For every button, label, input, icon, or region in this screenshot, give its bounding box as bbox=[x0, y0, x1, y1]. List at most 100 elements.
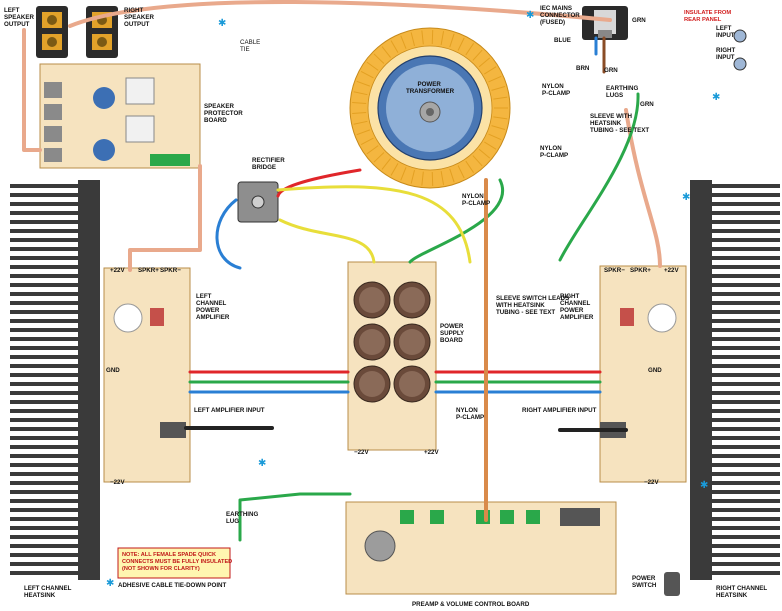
heatsink-fin bbox=[712, 562, 780, 566]
label-power-switch: POWER SWITCH bbox=[632, 575, 657, 589]
label-right-amp: RIGHT CHANNEL POWER AMPLIFIER bbox=[560, 293, 594, 321]
label-earthing-lug: EARTHING LUG bbox=[226, 511, 260, 525]
winding-mark bbox=[360, 137, 374, 146]
label-sleeve: SLEEVE WITH HEATSINK TUBING - SEE TEXT bbox=[590, 113, 649, 134]
heatsink-fin bbox=[10, 310, 78, 314]
heatsink-fin bbox=[10, 337, 78, 341]
winding-mark bbox=[390, 40, 399, 53]
preamp-board bbox=[345, 501, 617, 595]
heatsink-fin bbox=[712, 292, 780, 296]
label-insulate: INSULATE FROM REAR PANEL bbox=[684, 10, 733, 23]
winding-mark bbox=[457, 37, 465, 51]
label-grn-2: GRN bbox=[604, 67, 618, 74]
label-right-input: RIGHT INPUT bbox=[716, 47, 737, 61]
heatsink-fin bbox=[712, 256, 780, 260]
heatsink-fin bbox=[10, 427, 78, 431]
capacitor-top bbox=[359, 287, 385, 313]
winding-mark bbox=[373, 53, 385, 64]
heatsink-fin bbox=[10, 400, 78, 404]
right-amplifier-board bbox=[599, 265, 687, 483]
label-spkr-minus-right: SPKR− bbox=[604, 267, 625, 274]
label-earthing-lugs: EARTHING LUGS bbox=[606, 85, 640, 99]
heatsink-fin bbox=[712, 490, 780, 494]
winding-mark bbox=[491, 125, 506, 130]
label-p22v-right: +22V bbox=[664, 267, 679, 274]
power-supply-board bbox=[347, 261, 437, 451]
winding-mark bbox=[478, 148, 491, 159]
heatsink-fin bbox=[712, 454, 780, 458]
winding-mark bbox=[440, 170, 445, 185]
capacitor-top bbox=[399, 371, 425, 397]
winding-mark bbox=[373, 152, 385, 163]
label-m22v-psu: −22V bbox=[354, 449, 369, 456]
tie-down-marker: ✱ bbox=[526, 10, 534, 21]
heatsink-fin bbox=[10, 193, 78, 197]
heatsink-fin bbox=[10, 544, 78, 548]
heatsink-fin bbox=[10, 283, 78, 287]
heatsink-fin bbox=[712, 481, 780, 485]
winding-mark bbox=[449, 168, 455, 183]
winding-mark bbox=[421, 171, 424, 186]
winding-mark bbox=[410, 32, 416, 47]
heatsink-fin bbox=[10, 184, 78, 188]
heatsink-fin bbox=[10, 391, 78, 395]
winding-mark bbox=[472, 155, 483, 167]
label-p22v-psu: +22V bbox=[424, 449, 439, 456]
heatsink-fin bbox=[10, 274, 78, 278]
heatsink-fin bbox=[712, 553, 780, 557]
label-iec: IEC MAINS CONNECTOR (FUSED) bbox=[540, 5, 582, 26]
heatsink-fin bbox=[10, 292, 78, 296]
rca-inputs bbox=[733, 29, 747, 71]
winding-mark bbox=[488, 75, 502, 83]
heatsink-fin bbox=[10, 409, 78, 413]
winding-mark bbox=[410, 169, 416, 184]
heatsink-fin bbox=[712, 283, 780, 287]
label-nylon-1: NYLON P-CLAMP bbox=[542, 83, 570, 97]
winding-mark bbox=[360, 70, 374, 79]
heatsink-fin bbox=[712, 544, 780, 548]
heatsink-fin bbox=[712, 193, 780, 197]
heatsink-fin bbox=[712, 571, 780, 575]
winding-mark bbox=[356, 80, 371, 87]
heatsink-fin bbox=[10, 328, 78, 332]
heatsink-fin bbox=[10, 454, 78, 458]
heatsink-fin bbox=[712, 319, 780, 323]
heatsink-fin bbox=[10, 571, 78, 575]
heatsink-fin bbox=[10, 211, 78, 215]
heatsink-fin bbox=[712, 517, 780, 521]
heatsink-fin bbox=[10, 229, 78, 233]
tie-down-marker: ✱ bbox=[712, 92, 720, 103]
label-spkr-plus-left: SPKR+ bbox=[138, 267, 159, 274]
winding-mark bbox=[478, 57, 491, 68]
label-psu: POWER SUPPLY BOARD bbox=[440, 323, 466, 344]
tie-down-marker: ✱ bbox=[700, 480, 708, 491]
heatsink-fin bbox=[712, 409, 780, 413]
heatsink-fin bbox=[712, 499, 780, 503]
winding-mark bbox=[472, 49, 483, 61]
label-speaker-protector: SPEAKER PROTECTOR BOARD bbox=[204, 103, 244, 124]
heatsink-fin bbox=[712, 211, 780, 215]
winding-mark bbox=[449, 33, 455, 48]
label-adhesive: ADHESIVE CABLE TIE-DOWN POINT bbox=[118, 582, 227, 589]
heatsink-fin bbox=[712, 526, 780, 530]
winding-mark bbox=[488, 133, 502, 141]
heatsink-fin bbox=[712, 238, 780, 242]
heatsink-fin bbox=[712, 337, 780, 341]
heatsink-fin bbox=[712, 400, 780, 404]
label-grn-3: GRN bbox=[640, 101, 654, 108]
winding-mark bbox=[484, 66, 497, 75]
winding-mark bbox=[353, 120, 368, 125]
heatsink-fin bbox=[10, 517, 78, 521]
heatsink-fin bbox=[712, 436, 780, 440]
capacitor-top bbox=[399, 287, 425, 313]
label-left-heatsink: LEFT CHANNEL HEATSINK bbox=[24, 585, 73, 599]
winding-mark bbox=[366, 145, 379, 155]
heatsink-fin bbox=[10, 373, 78, 377]
left-amplifier-board bbox=[103, 267, 191, 483]
heatsink-fin bbox=[10, 481, 78, 485]
heatsink-fin bbox=[712, 301, 780, 305]
heatsink-fin bbox=[10, 463, 78, 467]
heatsink-fin bbox=[10, 382, 78, 386]
winding-mark bbox=[353, 91, 368, 96]
